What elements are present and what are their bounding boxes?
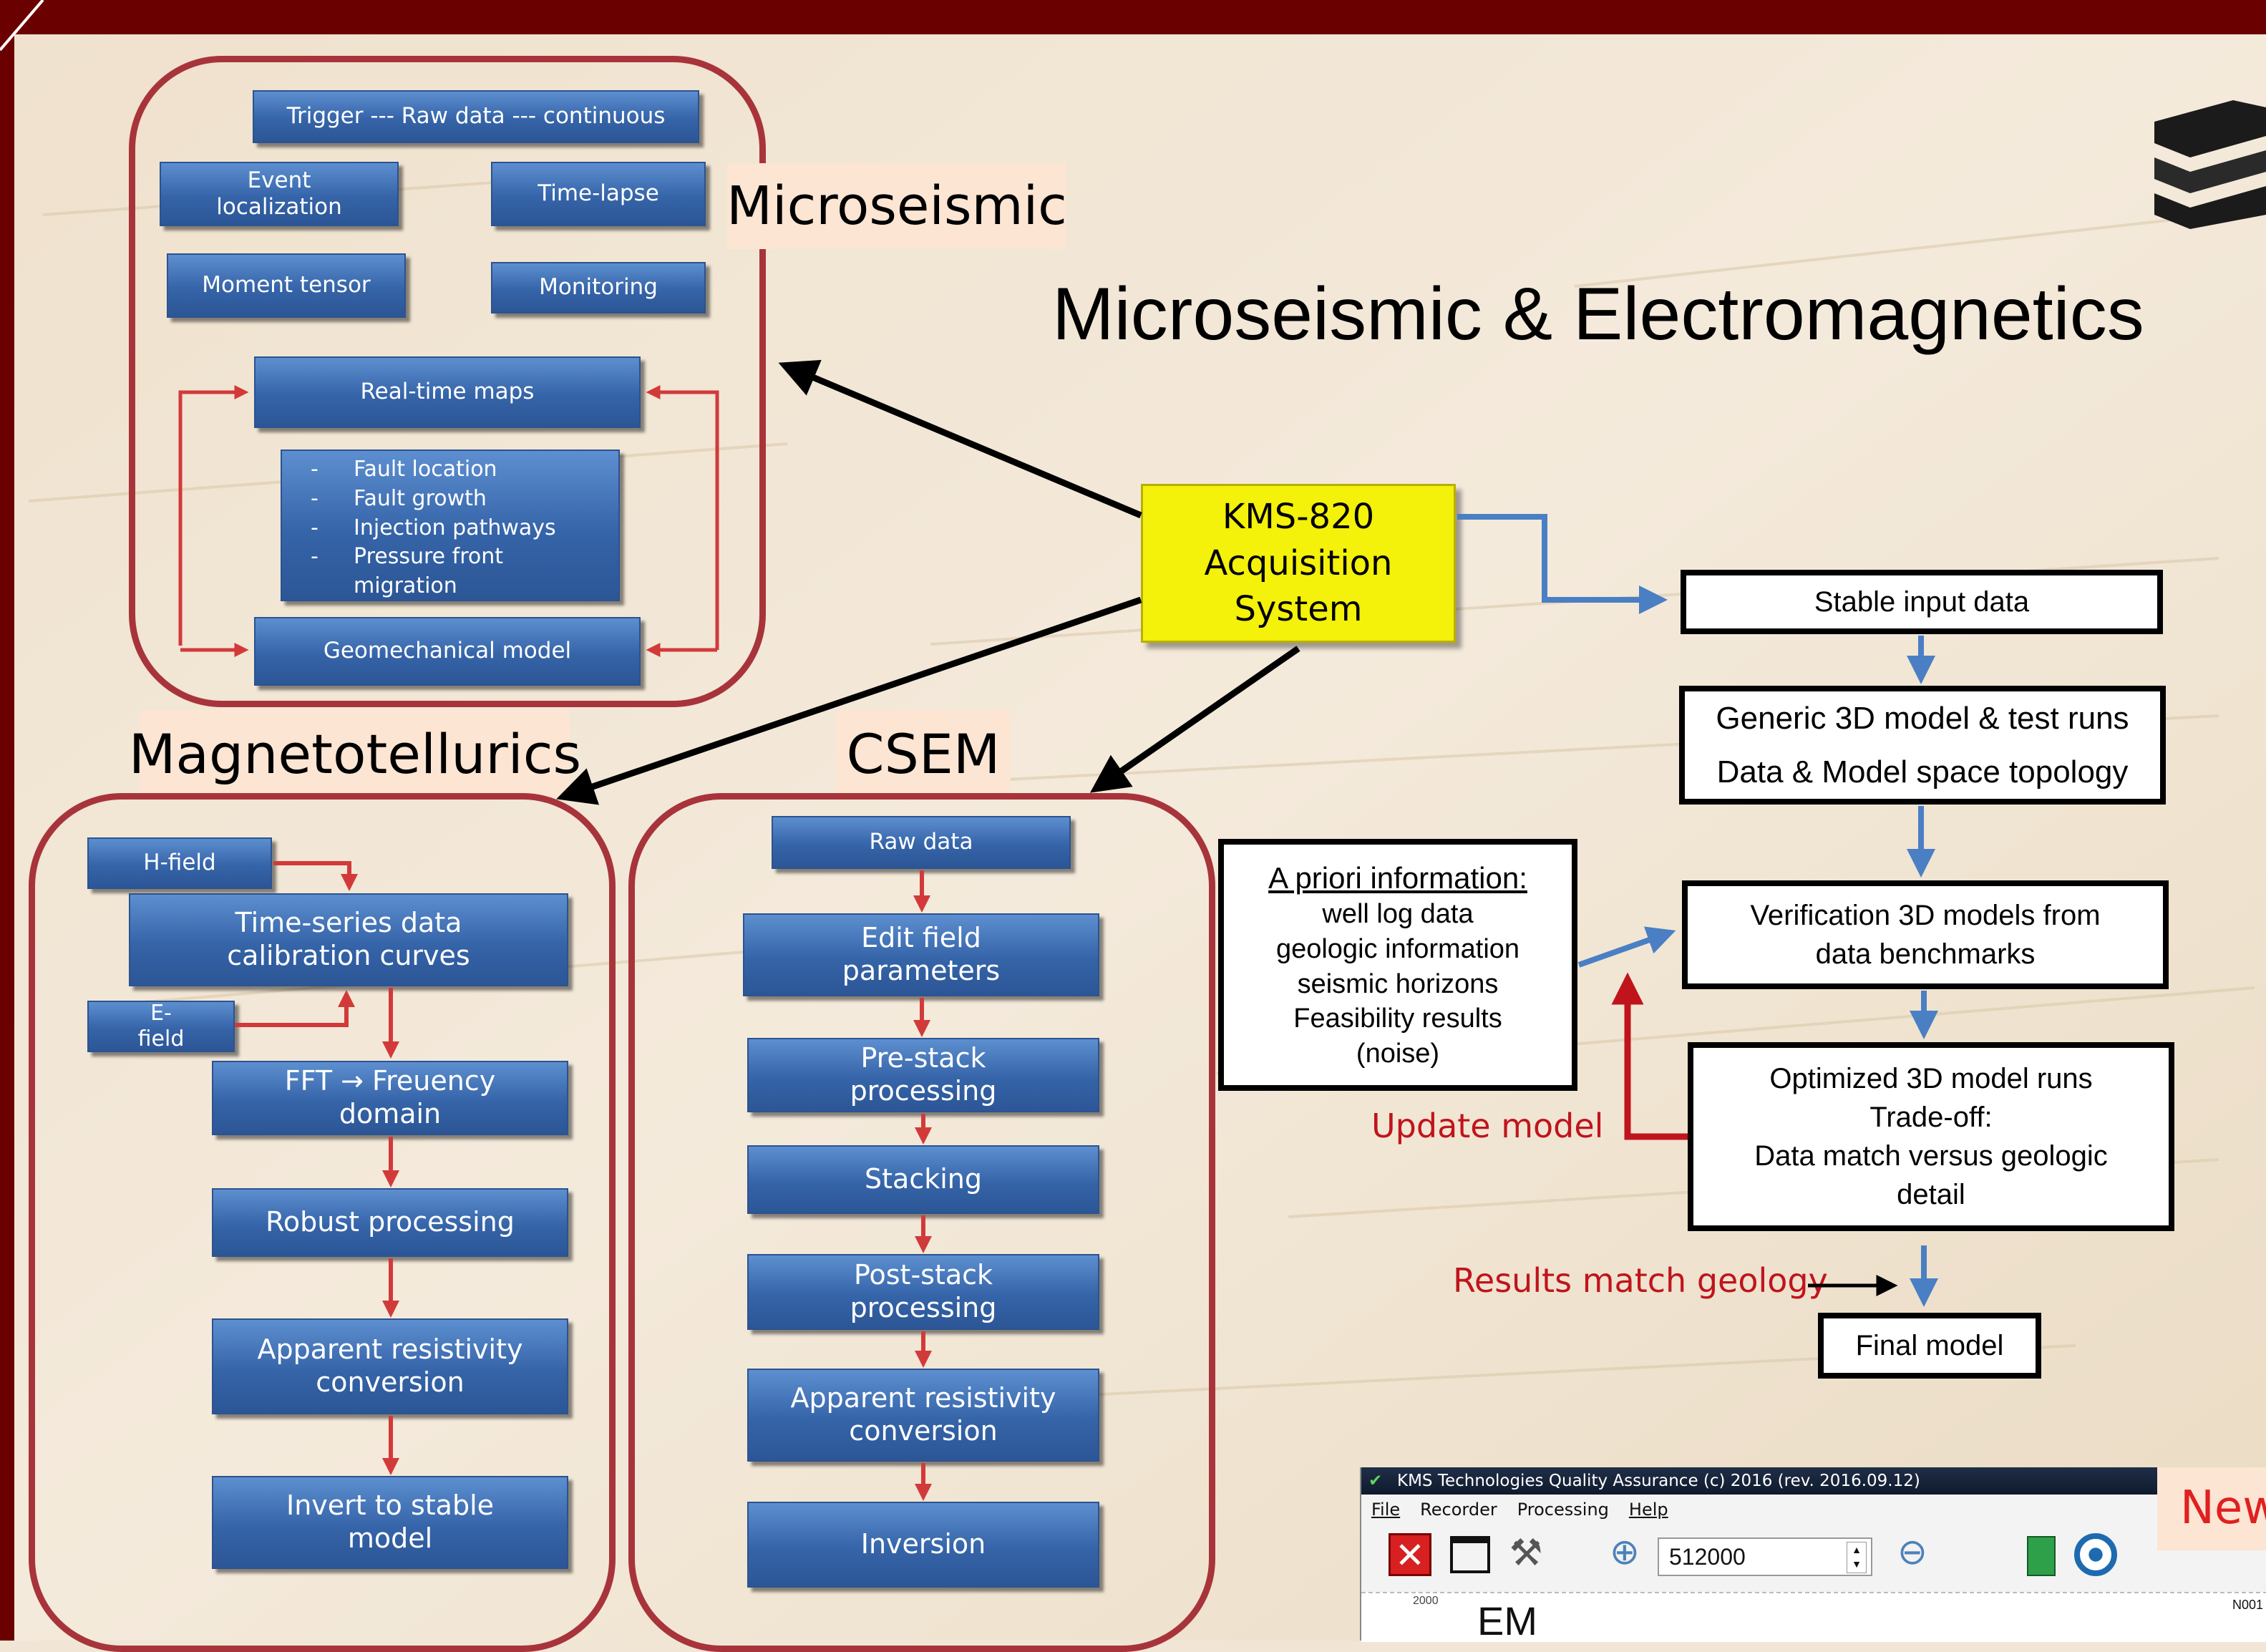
- menu-file[interactable]: File: [1371, 1500, 1401, 1520]
- time-series-box: Time-series data calibration curves: [129, 893, 568, 986]
- fault-bullet: -Fault location: [311, 457, 497, 482]
- acq-line1: KMS-820: [1222, 496, 1375, 537]
- zoom-out-icon[interactable]: ⊖: [1897, 1532, 1927, 1572]
- menu-processing[interactable]: Processing: [1517, 1500, 1609, 1520]
- channel-label: N001: [2232, 1598, 2263, 1612]
- e-field-box: E- field: [87, 1001, 235, 1052]
- frame-top-bar: [0, 0, 2266, 34]
- value-field[interactable]: 512000 ▲▼: [1658, 1537, 1872, 1576]
- magnetotellurics-label: Magnetotellurics: [129, 710, 581, 797]
- stacking-box: Stacking: [747, 1145, 1099, 1214]
- software-menubar: File Recorder Processing Help: [1371, 1496, 1668, 1523]
- generic-model-box: Generic 3D model & test runs Data & Mode…: [1679, 686, 2166, 805]
- microseismic-panel: [129, 56, 766, 707]
- raw-data-box: Raw data: [772, 816, 1071, 869]
- zoom-in-icon[interactable]: ⊕: [1610, 1532, 1640, 1572]
- frame-left-bar: [0, 0, 14, 1641]
- trigger-box: Trigger --- Raw data --- continuous: [253, 90, 699, 143]
- a-priori-line: Feasibility results: [1293, 1004, 1502, 1034]
- fault-bullet: -Fault growth: [311, 485, 487, 511]
- a-priori-line: geologic information: [1275, 933, 1520, 964]
- generic-line2: Data & Model space topology: [1716, 754, 2129, 789]
- new-badge: [2157, 1467, 2266, 1550]
- target-icon[interactable]: [2074, 1533, 2117, 1576]
- close-icon[interactable]: ✕: [1389, 1533, 1431, 1576]
- fft-box: FFT → Freuency domain: [212, 1061, 568, 1135]
- monitoring-box: Monitoring: [491, 262, 706, 314]
- acq-line2: Acquisition: [1204, 543, 1393, 583]
- fault-bullet: -Pressure front migration: [311, 544, 504, 599]
- h-field-box: H-field: [87, 837, 272, 889]
- page-title: Microseismic & Electromagnetics: [1052, 273, 2144, 356]
- new-label: New: [2180, 1482, 2266, 1535]
- menu-help[interactable]: Help: [1628, 1500, 1668, 1520]
- geomechanical-model-box: Geomechanical model: [254, 617, 641, 686]
- acq-line3: System: [1234, 589, 1363, 630]
- moment-tensor-box: Moment tensor: [167, 253, 406, 318]
- real-time-maps-box: Real-time maps: [254, 356, 641, 428]
- plot-area: 2000 EM N001: [1361, 1592, 2266, 1643]
- plot-label: EM: [1477, 1598, 1537, 1643]
- fault-list-box: -Fault location -Fault growth -Injection…: [281, 450, 620, 601]
- time-lapse-box: Time-lapse: [491, 162, 706, 226]
- results-match-label: Results match geology: [1453, 1261, 1828, 1300]
- mt-apparent-resistivity-box: Apparent resistivity conversion: [212, 1318, 568, 1414]
- wrench-icon[interactable]: ⚒: [1509, 1532, 1543, 1574]
- update-model-label: Update model: [1371, 1107, 1604, 1145]
- a-priori-line: (noise): [1356, 1038, 1440, 1069]
- a-priori-box: A priori information: well log data geol…: [1218, 839, 1577, 1091]
- folder-icon[interactable]: [1450, 1536, 1490, 1573]
- acquisition-system-box: KMS-820 Acquisition System: [1141, 484, 1456, 643]
- post-stack-box: Post-stack processing: [747, 1254, 1099, 1330]
- software-toolbar: ✕ ⚒ ⊕ 512000 ▲▼ ⊖: [1361, 1525, 2266, 1589]
- book-icon: [2154, 100, 2266, 229]
- edit-field-box: Edit field parameters: [743, 913, 1099, 996]
- robust-processing-box: Robust processing: [212, 1188, 568, 1257]
- csem-label: CSEM: [836, 710, 1011, 797]
- software-window: ✔ KMS Technologies Quality Assurance (c)…: [1360, 1467, 2266, 1643]
- optimized-box: Optimized 3D model runs Trade-off: Data …: [1688, 1042, 2174, 1231]
- verification-box: Verification 3D models from data benchma…: [1682, 880, 2169, 989]
- final-model-box: Final model: [1818, 1313, 2041, 1379]
- stable-input-box: Stable input data: [1681, 570, 2163, 634]
- a-priori-title: A priori information:: [1268, 860, 1527, 895]
- invert-box: Invert to stable model: [212, 1476, 568, 1569]
- app-check-icon: ✔: [1368, 1472, 1383, 1490]
- event-localization-box: Event localization: [160, 162, 399, 226]
- inversion-box: Inversion: [747, 1502, 1099, 1588]
- axis-tick: 2000: [1413, 1595, 1439, 1607]
- software-titlebar: ✔ KMS Technologies Quality Assurance (c)…: [1361, 1467, 2159, 1495]
- a-priori-line: well log data: [1322, 899, 1474, 930]
- microseismic-label: Microseismic: [726, 163, 1067, 249]
- pre-stack-box: Pre-stack processing: [747, 1038, 1099, 1112]
- menu-recorder[interactable]: Recorder: [1420, 1500, 1497, 1520]
- fault-bullet-list: -Fault location -Fault growth -Injection…: [311, 455, 556, 601]
- calculator-icon[interactable]: [2027, 1536, 2056, 1576]
- generic-line1: Generic 3D model & test runs: [1716, 700, 2129, 736]
- spinner-icon[interactable]: ▲▼: [1847, 1542, 1867, 1573]
- a-priori-line: seismic horizons: [1297, 968, 1499, 999]
- fault-bullet: -Injection pathways: [311, 515, 556, 540]
- csem-apparent-resistivity-box: Apparent resistivity conversion: [747, 1369, 1099, 1462]
